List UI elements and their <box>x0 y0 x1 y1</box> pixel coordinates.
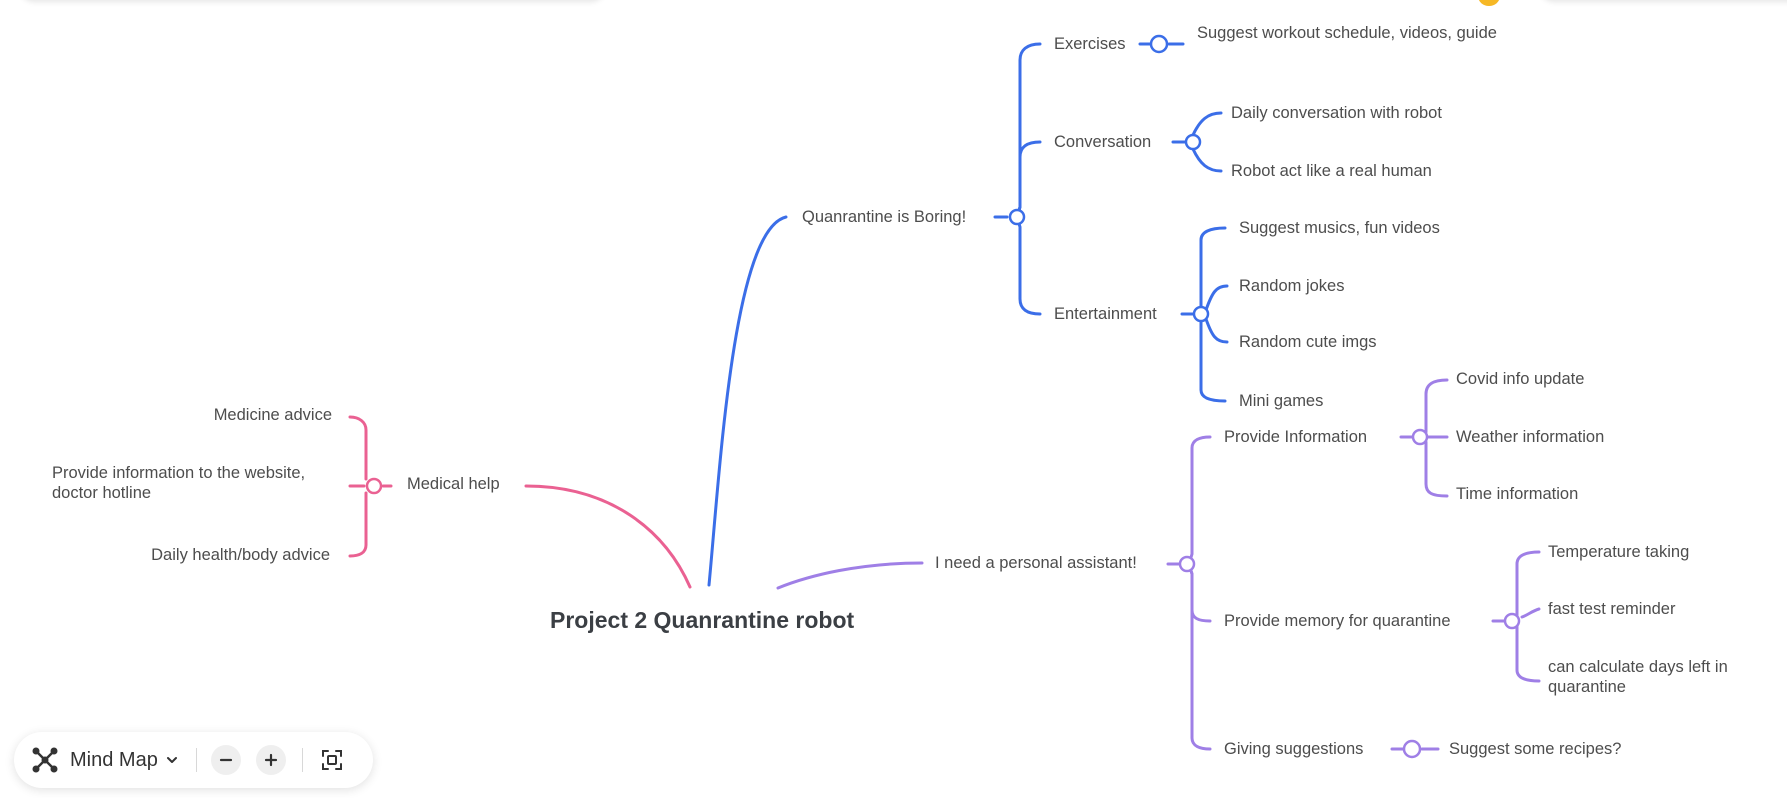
fit-screen-button[interactable] <box>317 745 347 775</box>
node-memory-child[interactable]: can calculate days left in quarantine <box>1548 658 1728 696</box>
node-info-child[interactable]: Covid info update <box>1456 370 1585 388</box>
hub-info <box>1411 428 1429 446</box>
topic-assistant[interactable]: I need a personal assistant! <box>935 554 1137 572</box>
toolbar-divider <box>301 748 303 772</box>
link-conversation-c1 <box>1191 111 1223 137</box>
view-toolbar: Mind Map <box>14 732 373 788</box>
sun-icon <box>1478 0 1500 6</box>
node-conversation-child[interactable]: Daily conversation with robot <box>1231 104 1442 122</box>
link-conversation <box>1015 140 1042 219</box>
node-memory-child[interactable]: fast test reminder <box>1548 600 1676 618</box>
node-info-child[interactable]: Time information <box>1456 485 1579 503</box>
link-suggestions <box>1187 562 1212 751</box>
topic-medical[interactable]: Medical help <box>407 475 500 493</box>
hub-memory <box>1503 612 1521 630</box>
subtopic-suggestions[interactable]: Giving suggestions <box>1224 740 1364 758</box>
node-suggestions-child[interactable]: Suggest some recipes? <box>1449 740 1622 758</box>
link-exercises <box>1015 42 1042 219</box>
link-mem-c3 <box>1515 624 1541 683</box>
subtopic-conversation[interactable]: Conversation <box>1054 133 1152 151</box>
node-entertainment-child[interactable]: Random cute imgs <box>1239 333 1377 351</box>
link-ent-c4 <box>1199 320 1227 403</box>
link-info-c1 <box>1424 378 1449 434</box>
minus-icon <box>219 758 232 762</box>
link-entertainment <box>1015 215 1042 316</box>
plus-icon <box>264 753 277 767</box>
toolbar-divider <box>195 748 197 772</box>
node-exercises-child[interactable]: Suggest workout schedule, videos, guide <box>1197 24 1497 42</box>
node-memory-child[interactable]: Temperature taking <box>1548 543 1690 561</box>
node-entertainment-child[interactable]: Random jokes <box>1239 277 1345 295</box>
subtopic-memory[interactable]: Provide memory for quarantine <box>1224 612 1451 630</box>
subtopic-info[interactable]: Provide Information <box>1224 428 1368 446</box>
node-entertainment-child[interactable]: Mini games <box>1239 392 1324 410</box>
fit-screen-icon <box>321 750 342 770</box>
hub-assistant <box>1178 555 1196 573</box>
mind-map-icon <box>30 745 60 775</box>
link-conversation-c2 <box>1191 147 1223 173</box>
hub-entertainment <box>1192 305 1210 323</box>
zoom-out-button[interactable] <box>210 745 241 775</box>
link-central-boring <box>707 215 788 587</box>
link-med-c3 <box>348 491 368 558</box>
link-med-c1 <box>348 415 368 481</box>
node-entertainment-child[interactable]: Suggest musics, fun videos <box>1239 219 1440 237</box>
node-conversation-child[interactable]: Robot act like a real human <box>1231 162 1432 180</box>
node-medical-child[interactable]: Daily health/body advice <box>151 546 330 564</box>
subtopic-exercises[interactable]: Exercises <box>1054 35 1126 53</box>
link-mem-c1 <box>1515 550 1541 618</box>
link-info-c3 <box>1424 440 1449 498</box>
hub-conversation <box>1184 133 1202 151</box>
hub-medical <box>365 477 383 495</box>
link-ent-c1 <box>1199 226 1227 308</box>
link-ent-c3 <box>1204 317 1229 344</box>
central-topic[interactable]: Project 2 Quanrantine robot <box>550 607 855 633</box>
node-medical-child[interactable]: Medicine advice <box>213 406 332 424</box>
chevron-down-icon <box>166 754 178 766</box>
link-info <box>1187 435 1212 566</box>
view-mode-label: Mind Map <box>70 748 158 771</box>
topic-boring[interactable]: Quanrantine is Boring! <box>802 208 967 226</box>
hub-suggestions <box>1402 739 1422 759</box>
node-info-child[interactable]: Weather information <box>1456 428 1605 446</box>
link-central-medical <box>524 484 692 589</box>
subtopic-entertainment[interactable]: Entertainment <box>1054 305 1157 323</box>
link-mem-c2 <box>1520 607 1541 619</box>
link-ent-c2 <box>1204 284 1229 312</box>
node-medical-child[interactable]: Provide information to the website, doct… <box>52 464 306 502</box>
hub-exercises <box>1149 34 1169 54</box>
zoom-in-button[interactable] <box>255 745 286 775</box>
view-mode-dropdown[interactable]: Mind Map <box>30 740 178 780</box>
link-central-assistant <box>776 561 924 590</box>
hub-boring <box>1008 208 1026 226</box>
